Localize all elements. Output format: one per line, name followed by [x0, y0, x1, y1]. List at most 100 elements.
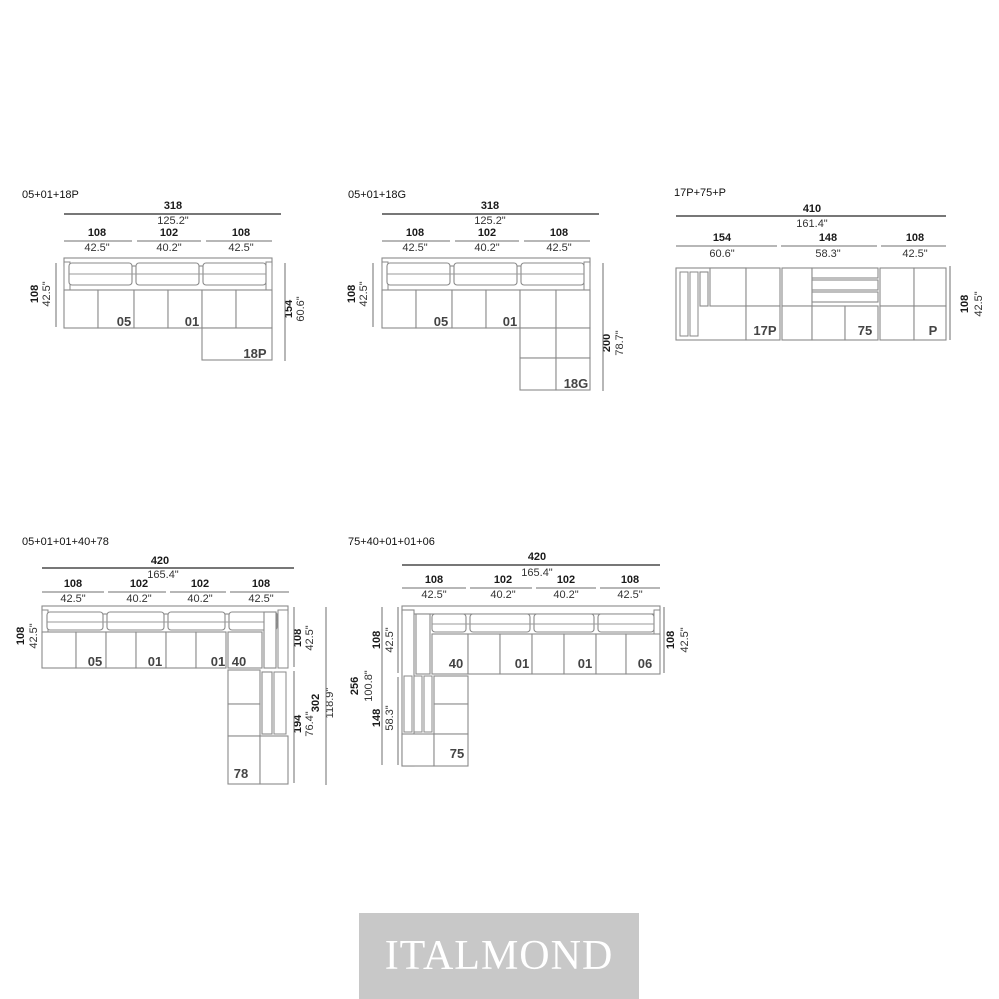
right-in: 42.5": [679, 627, 691, 652]
depth-cm: 108: [346, 285, 358, 303]
segment-cm: 108: [64, 578, 82, 590]
segment-in: 58.3": [815, 248, 840, 260]
module-label: 78: [234, 766, 248, 781]
config-05-01-18G: 05+01+18G 318 125.2" 108 102 108 42.5" 4…: [346, 189, 626, 391]
segment-cm: 108: [406, 227, 424, 239]
side-cm: 108: [959, 295, 971, 313]
lower-cm: 194: [292, 714, 304, 733]
segment-cm: 108: [621, 574, 639, 586]
segment-in: 42.5": [228, 242, 253, 254]
segment-in: 42.5": [402, 242, 427, 254]
right-cm: 108: [665, 631, 677, 649]
total-width-in: 125.2": [157, 215, 189, 227]
total-width-cm: 410: [803, 203, 821, 215]
depth-cm: 108: [29, 285, 41, 303]
module-label: 01: [148, 654, 162, 669]
module-label: 40: [449, 656, 463, 671]
segment-in: 42.5": [84, 242, 109, 254]
config-17P-75-P: 17P+75+P 410 161.4" 154 148 108 60.6" 58…: [674, 187, 985, 341]
segment-cm: 102: [160, 227, 178, 239]
config-code: 05+01+01+40+78: [22, 536, 109, 548]
depth-cm: 108: [15, 627, 27, 645]
segment-in: 42.5": [248, 593, 273, 605]
segment-in: 42.5": [617, 589, 642, 601]
module-label: P: [929, 323, 938, 338]
brand-logo: ITALMOND: [359, 913, 639, 999]
sofa-plan: [63, 257, 273, 361]
total-width-in: 161.4": [796, 218, 828, 230]
segment-cm: 108: [232, 227, 250, 239]
sofa-plan: [381, 257, 591, 391]
upper-in: 42.5": [384, 627, 396, 652]
segment-in: 42.5": [60, 593, 85, 605]
config-code: 75+40+01+01+06: [348, 536, 435, 548]
module-label: 17P: [753, 323, 776, 338]
config-05-01-01-40-78: 05+01+01+40+78 420 165.4" 108 102 102 10…: [15, 536, 336, 785]
total-width-in: 165.4": [147, 569, 179, 581]
corner-cm: 108: [292, 629, 304, 647]
segment-in: 40.2": [187, 593, 212, 605]
side-cm: 154: [283, 299, 295, 318]
total-width-cm: 420: [528, 551, 546, 563]
depth-in: 42.5": [41, 281, 53, 306]
side-in: 78.7": [614, 330, 626, 355]
module-label: 06: [638, 656, 652, 671]
module-label: 18G: [564, 376, 589, 391]
segment-in: 42.5": [902, 248, 927, 260]
segment-cm: 108: [906, 232, 924, 244]
module-label: 05: [88, 654, 102, 669]
segment-in: 40.2": [490, 589, 515, 601]
segment-cm: 102: [478, 227, 496, 239]
upper-cm: 108: [371, 631, 383, 649]
config-code: 05+01+18P: [22, 189, 79, 201]
segment-cm: 108: [425, 574, 443, 586]
segment-cm: 102: [130, 578, 148, 590]
side-cm: 200: [601, 334, 613, 352]
config-05-01-18P: 05+01+18P 318 125.2" 108 102 108 42.5" 4…: [22, 189, 307, 361]
module-label: 05: [434, 314, 448, 329]
total-width-in: 125.2": [474, 215, 506, 227]
sofa-plan: [675, 267, 947, 341]
depth-in: 42.5": [358, 281, 370, 306]
segment-cm: 154: [713, 232, 732, 244]
segment-in: 40.2": [474, 242, 499, 254]
module-label: 01: [211, 654, 225, 669]
config-code: 17P+75+P: [674, 187, 726, 199]
lower-in: 76.4": [304, 711, 316, 736]
total-width-in: 165.4": [521, 567, 553, 579]
depth-in: 42.5": [28, 623, 40, 648]
segment-cm: 108: [88, 227, 106, 239]
segment-in: 42.5": [546, 242, 571, 254]
module-label: 40: [232, 654, 246, 669]
lower-in: 58.3": [384, 705, 396, 730]
segment-cm: 102: [191, 578, 209, 590]
segment-in: 40.2": [126, 593, 151, 605]
segment-cm: 108: [550, 227, 568, 239]
segment-in: 42.5": [421, 589, 446, 601]
module-label: 75: [858, 323, 872, 338]
total-width-cm: 420: [151, 555, 169, 567]
segment-cm: 102: [494, 574, 512, 586]
total-width-cm: 318: [164, 200, 182, 212]
segment-in: 40.2": [553, 589, 578, 601]
side-in: 118.9": [324, 688, 336, 719]
config-code: 05+01+18G: [348, 189, 406, 201]
total-width-cm: 318: [481, 200, 499, 212]
module-label: 01: [185, 314, 199, 329]
sofa-plan: [401, 605, 661, 767]
lower-cm: 148: [371, 709, 383, 727]
sofa-plan: [41, 605, 289, 785]
module-label: 01: [503, 314, 517, 329]
module-label: 01: [515, 656, 529, 671]
side-cm: 256: [349, 677, 361, 695]
segment-cm: 108: [252, 578, 270, 590]
segment-in: 40.2": [156, 242, 181, 254]
side-in: 60.6": [295, 296, 307, 321]
module-label: 05: [117, 314, 131, 329]
module-label: 18P: [243, 346, 266, 361]
side-in: 100.8": [363, 670, 375, 702]
config-75-40-01-01-06: 75+40+01+01+06 420 165.4" 108 102 102 10…: [348, 536, 691, 767]
segment-in: 60.6": [709, 248, 734, 260]
side-cm: 302: [310, 694, 322, 712]
